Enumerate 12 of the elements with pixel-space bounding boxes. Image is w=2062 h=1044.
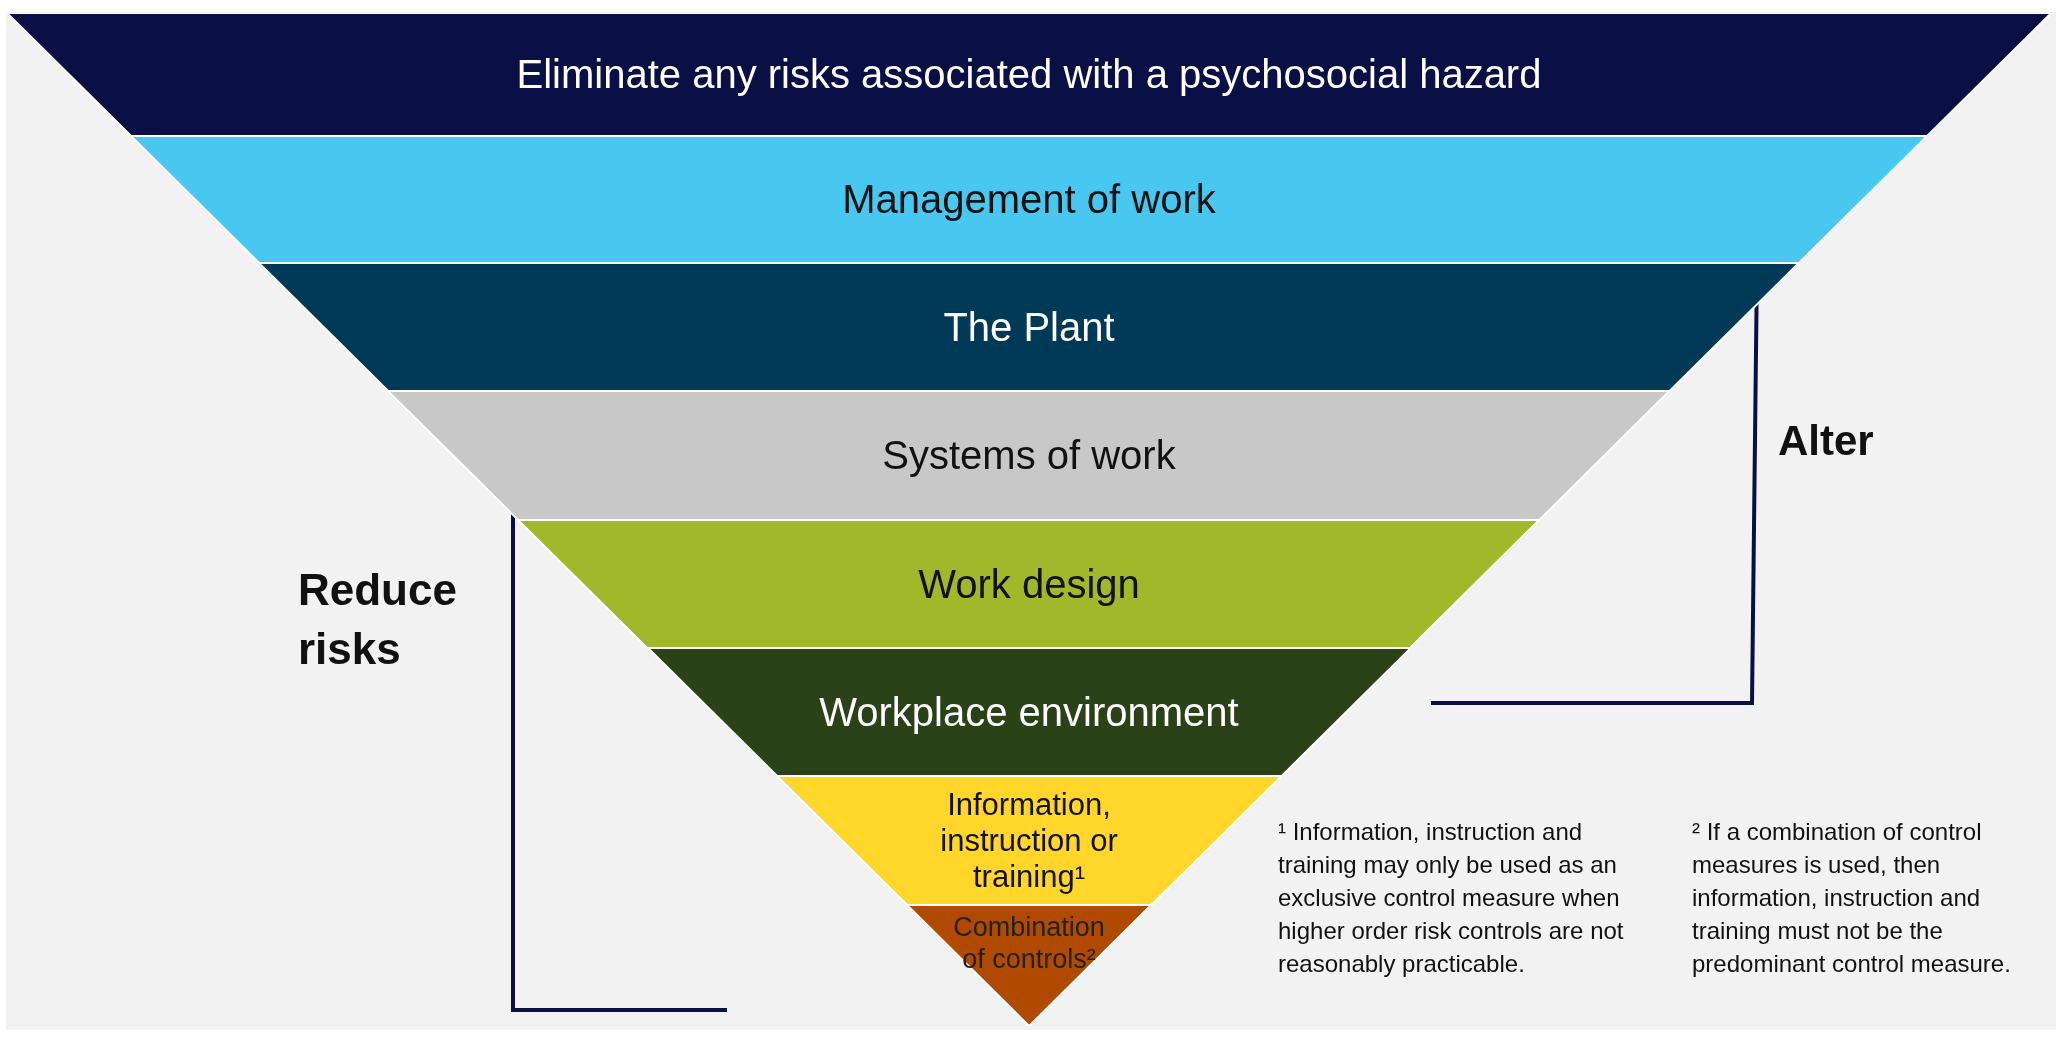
band-label: Workplace environment bbox=[819, 688, 1239, 736]
footnote: ² If a combination of control measures is used, then information, instruction and training must not be the predominant control measure. bbox=[1692, 817, 2012, 979]
band-label: Work design bbox=[918, 560, 1140, 608]
band-label: Systems of work bbox=[882, 432, 1176, 479]
band-label: The Plant bbox=[943, 303, 1115, 351]
footnote: ¹ Information, instruction and training may only be used as an exclusive control measure when higher order risk controls are not reasonably practicable. bbox=[1278, 817, 1625, 979]
band-label: Combination of controls² bbox=[952, 911, 1106, 975]
band-label: Eliminate any risks associated with a psychosocial hazard bbox=[516, 51, 1542, 98]
bracket-label: Reduce risks bbox=[298, 564, 458, 675]
band-label: Management of work bbox=[842, 176, 1216, 223]
band-label: Information, instruction or training¹ bbox=[939, 786, 1119, 895]
bracket-label: Alter bbox=[1778, 416, 1875, 466]
